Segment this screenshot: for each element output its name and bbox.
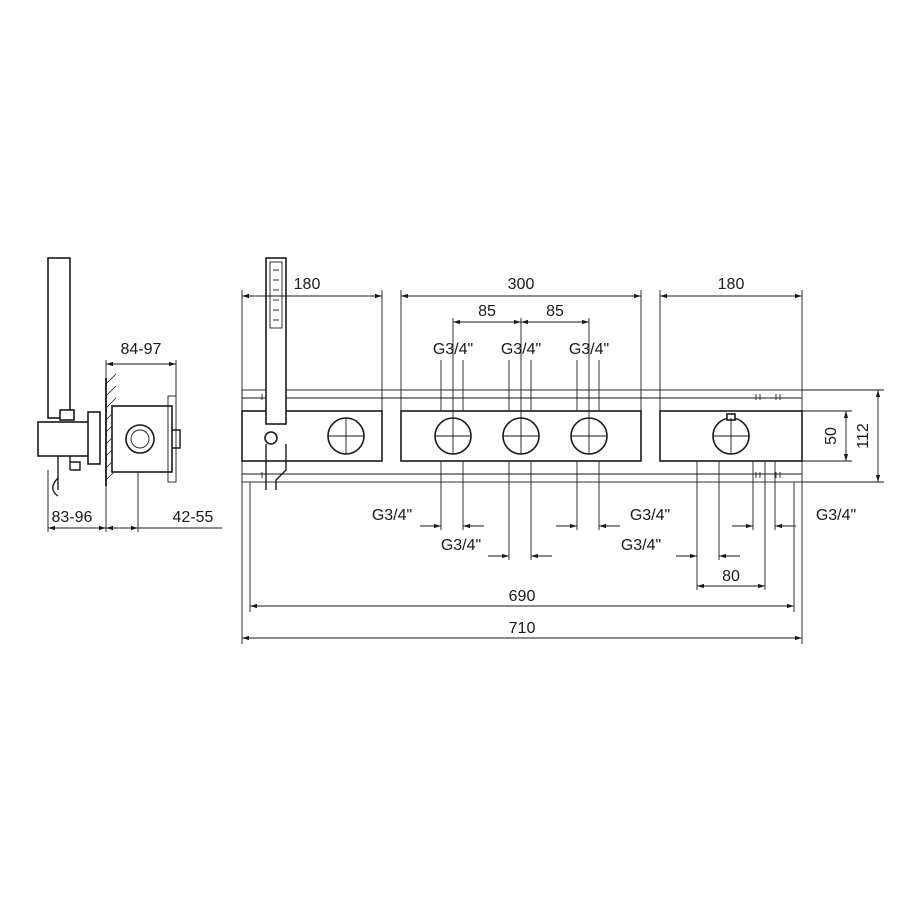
dim-label-180-left: 180: [294, 276, 321, 293]
dim-label-300: 300: [508, 276, 535, 293]
hand-shower-handle: [47, 257, 71, 419]
box-port-outer: [125, 424, 155, 454]
hose: [265, 444, 287, 490]
side-view: 84-97 83-96 42-55: [37, 257, 222, 532]
thread-label-bottom-5: G3/4": [621, 537, 661, 554]
hose-outlet: [57, 456, 81, 490]
thread-label-bottom-2: G3/4": [630, 507, 670, 524]
front-view: 180 300 180 85 85 G3/4" G3/4" G3/4" G3/4…: [241, 257, 884, 644]
dim-label-80: 80: [722, 568, 740, 585]
thread-label-bottom-4: G3/4": [441, 537, 481, 554]
hand-shower: [265, 257, 287, 425]
dim-label-112: 112: [855, 423, 872, 449]
thread-label-bottom-3: G3/4": [816, 507, 856, 524]
box-connector: [172, 429, 181, 449]
knob-centerlines: [328, 418, 749, 454]
dim-label-85-b: 85: [546, 303, 564, 320]
thread-label-bottom-1: G3/4": [372, 507, 412, 524]
box-port-inner: [130, 429, 150, 449]
thread-label-top-1: G3/4": [433, 341, 473, 358]
dim-label-180-right: 180: [718, 276, 745, 293]
hand-shower-nozzles: [273, 269, 279, 321]
thread-label-top-2: G3/4": [501, 341, 541, 358]
dim-label-83-96: 83-96: [52, 509, 93, 526]
hand-shower-clip: [59, 409, 75, 421]
hose-connector: [264, 431, 278, 445]
dim-label-42-55: 42-55: [173, 509, 214, 526]
box-flange: [167, 395, 177, 483]
dim-label-690: 690: [509, 588, 536, 605]
dim-label-710: 710: [509, 620, 536, 637]
dim-label-84-97: 84-97: [121, 341, 162, 358]
dim-label-50: 50: [823, 427, 840, 445]
wall-plate: [87, 411, 101, 465]
dim-label-85-a: 85: [478, 303, 496, 320]
thread-label-top-3: G3/4": [569, 341, 609, 358]
